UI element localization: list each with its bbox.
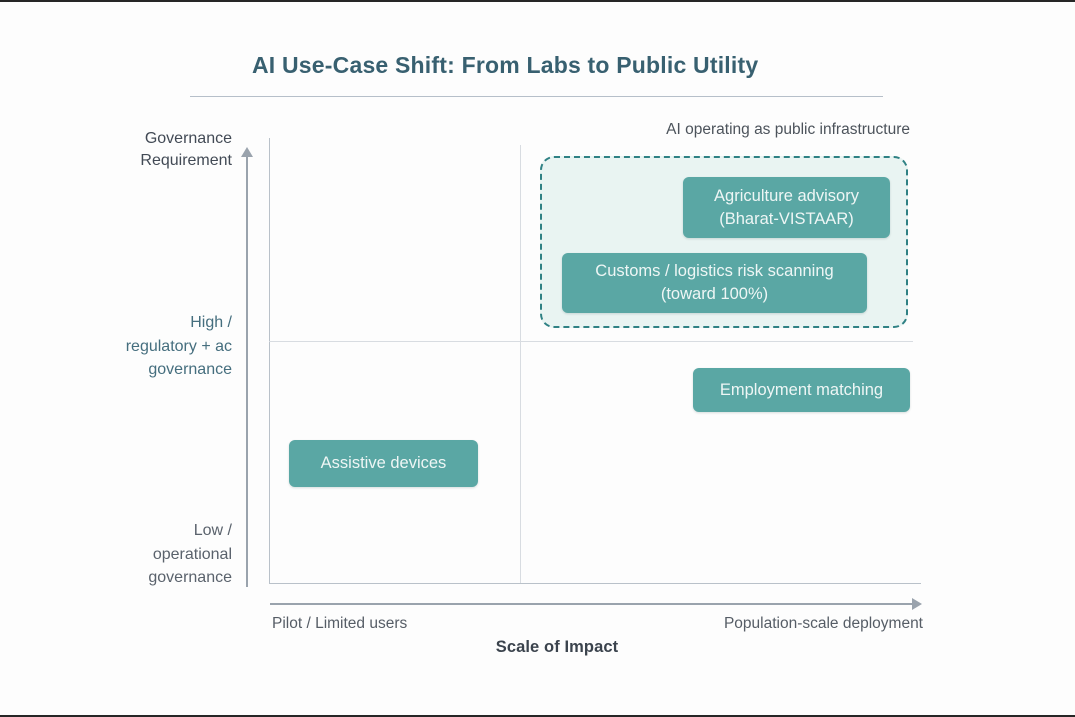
page-title: AI Use-Case Shift: From Labs to Public U… (252, 52, 759, 78)
box-customs-line2: (toward 100%) (660, 285, 769, 303)
box-employment-line1: Employment matching (719, 380, 884, 399)
y-axis-title: Governance Requirement (80, 128, 232, 172)
box-customs-line1: Customs / logistics risk scanning (595, 262, 834, 280)
box-employment-matching: Employment matching (693, 368, 910, 412)
plot-bottom-border (269, 583, 921, 584)
box-agriculture-advisory: Agriculture advisory (Bharat-VISTAAR) (683, 177, 890, 238)
y-axis-high-line1: High / (190, 314, 232, 331)
y-axis-low-label: Low / operational governance (60, 519, 232, 590)
x-axis-right-label: Population-scale deployment (723, 615, 923, 632)
y-axis-arrow-icon (241, 147, 253, 157)
box-assistive-devices: Assistive devices (289, 440, 478, 487)
y-axis-high-line2: regulatory + ac (125, 337, 232, 355)
box-agriculture-line2: (Bharat-VISTAAR) (719, 209, 854, 228)
y-axis-high-label: High / regulatory + ac governance (60, 311, 232, 382)
x-axis-line (270, 603, 914, 605)
x-axis-left-label: Pilot / Limited users (272, 615, 408, 632)
y-axis-line (246, 156, 248, 587)
top-frame-line (0, 0, 1075, 2)
x-axis-title: Scale of Impact (495, 638, 619, 656)
y-axis-low-line2: operational (152, 545, 232, 563)
quadrant-vertical-divider (520, 145, 521, 583)
y-axis-title-line1: Governance (144, 130, 232, 147)
box-assistive-line1: Assistive devices (320, 454, 447, 472)
bottom-frame-line (0, 715, 1075, 717)
y-axis-low-line3: governance (148, 569, 232, 586)
plot-left-border (269, 138, 270, 583)
quadrant-horizontal-divider (269, 341, 913, 342)
y-axis-low-line1: Low / (193, 522, 232, 539)
title-divider (190, 96, 883, 97)
y-axis-high-line3: governance (148, 361, 232, 378)
box-agriculture-line1: Agriculture advisory (714, 186, 859, 205)
box-customs-logistics: Customs / logistics risk scanning (towar… (562, 253, 867, 313)
y-axis-title-line2: Requirement (140, 152, 232, 169)
public-infrastructure-annotation: AI operating as public infrastructure (666, 121, 910, 138)
x-axis-arrow-icon (912, 598, 922, 610)
